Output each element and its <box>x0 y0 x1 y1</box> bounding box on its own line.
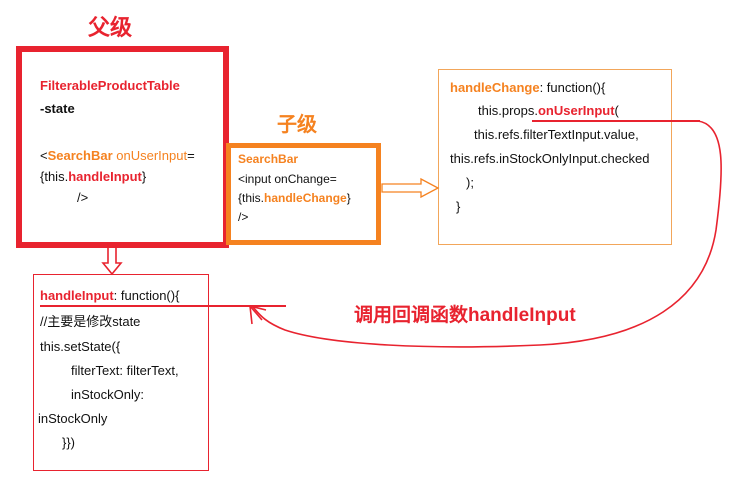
setstate-close: }}) <box>62 435 76 450</box>
callback-arrowhead <box>249 305 267 325</box>
handlechange-content: handleChange: function(){ this.props.onU… <box>450 80 649 214</box>
child-box-content: SearchBar <input onChange= {this.handleC… <box>238 152 351 224</box>
searchbar-jsx-line: <SearchBar onUserInput= <box>40 148 195 163</box>
handlechange-decl: handleChange: function(){ <box>450 80 649 95</box>
onuserinput-call: onUserInput <box>537 103 615 118</box>
props-prefix: this.props. <box>478 103 538 118</box>
handleinput-ref: handleInput <box>68 169 142 184</box>
searchbar-ref: SearchBar <box>47 148 113 163</box>
parent-box-content: FilterableProductTable -state <SearchBar… <box>40 78 195 205</box>
child-component-box <box>226 143 381 245</box>
arg-in-stock: this.refs.inStockOnlyInput.checked <box>450 151 650 166</box>
handleinput-content: handleInput: function(){ //主要是修改state th… <box>38 288 179 450</box>
child-level-title: 子级 <box>277 114 317 136</box>
hollow-arrow-right <box>381 177 440 199</box>
handlechange-box <box>438 69 672 245</box>
callback-label: 调用回调函数handleInput <box>354 305 576 326</box>
call-open-paren: ( <box>614 103 619 118</box>
equals-sign: = <box>187 148 195 163</box>
handleinput-name: handleInput <box>40 288 114 303</box>
setstate-line: this.setState({ <box>40 339 121 354</box>
handleinput-fn: : function(){ <box>113 288 180 303</box>
arg-filter-text: this.refs.filterTextInput.value, <box>474 127 639 142</box>
open-tag: < <box>40 148 48 163</box>
child-expr-suffix: } <box>346 191 351 205</box>
hollow-arrow-down <box>101 242 123 276</box>
child-handler-line: {this.handleChange} <box>238 191 351 205</box>
expr-prefix: {this. <box>40 169 69 184</box>
call-close: ); <box>466 175 474 190</box>
component-name: FilterableProductTable <box>40 78 180 93</box>
prop-name: onUserInput <box>112 148 188 163</box>
comment-line: //主要是修改state <box>40 314 141 329</box>
in-stock-val-line: inStockOnly <box>38 411 108 426</box>
handlechange-ref: handleChange <box>264 191 347 205</box>
fn-close: } <box>456 199 461 214</box>
handlechange-fn: : function(){ <box>539 80 606 95</box>
props-call-line: this.props.onUserInput( <box>450 103 649 118</box>
state-label: -state <box>40 101 75 116</box>
handleinput-box <box>33 274 209 471</box>
handlechange-name: handleChange <box>450 80 540 95</box>
child-expr-prefix: {this. <box>238 191 265 205</box>
close-tag: /> <box>77 190 89 205</box>
child-close-tag: /> <box>238 210 249 224</box>
filter-text-line: filterText: filterText, <box>71 363 179 378</box>
input-line: <input onChange= <box>238 172 337 186</box>
in-stock-key-line: inStockOnly: <box>71 387 144 402</box>
handleinput-decl: handleInput: function(){ <box>40 288 179 303</box>
child-component-name: SearchBar <box>238 152 299 166</box>
callback-curve <box>251 120 722 348</box>
expr-suffix: } <box>141 169 147 184</box>
parent-level-title: 父级 <box>88 15 133 40</box>
handler-expr-line: {this.handleInput} <box>40 169 195 184</box>
